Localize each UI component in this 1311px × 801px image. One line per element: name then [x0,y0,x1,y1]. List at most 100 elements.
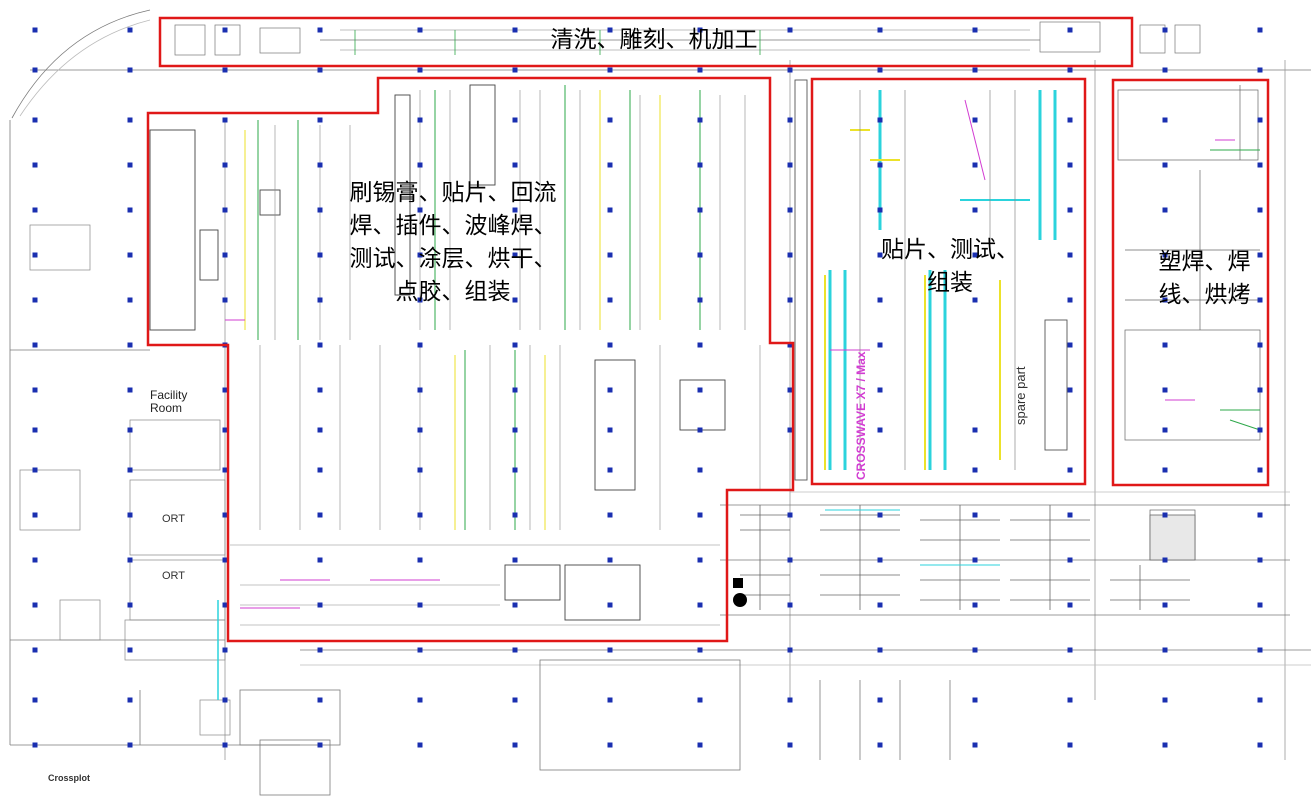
column-marker [972,557,978,563]
column-marker [222,162,228,168]
column-marker [1257,467,1263,473]
column-marker [317,342,323,348]
column-marker [697,387,703,393]
column-marker [787,117,793,123]
column-marker [697,162,703,168]
column-marker [607,647,613,653]
column-marker [417,427,423,433]
column-marker [697,27,703,33]
column-marker [607,387,613,393]
column-marker [512,297,518,303]
column-marker [1257,117,1263,123]
column-marker [417,697,423,703]
column-marker [787,557,793,563]
column-marker [877,647,883,653]
column-marker [787,207,793,213]
column-marker [1257,697,1263,703]
column-marker [972,252,978,258]
column-marker [127,697,133,703]
column-marker [607,427,613,433]
column-marker [317,427,323,433]
column-marker [972,467,978,473]
column-marker [607,557,613,563]
column-marker [877,557,883,563]
column-marker [512,697,518,703]
column-marker [127,207,133,213]
column-marker [417,467,423,473]
column-marker [1257,602,1263,608]
column-marker [787,342,793,348]
column-marker [512,647,518,653]
column-marker [317,647,323,653]
column-marker [512,427,518,433]
column-marker [697,697,703,703]
column-marker [317,27,323,33]
column-marker [607,512,613,518]
column-marker [512,557,518,563]
column-marker [1067,27,1073,33]
column-marker [1162,117,1168,123]
column-marker [877,742,883,748]
column-marker [417,27,423,33]
column-marker [32,252,38,258]
column-marker [607,467,613,473]
column-marker [32,27,38,33]
column-marker [127,67,133,73]
zone-label-cleaning: 清洗、雕刻、机加工 [550,27,758,53]
spare-part-label: spare part [1013,366,1028,425]
column-marker [32,697,38,703]
column-marker [1257,387,1263,393]
column-marker [127,27,133,33]
column-marker [317,467,323,473]
column-marker [222,557,228,563]
column-marker [697,207,703,213]
column-marker [417,342,423,348]
column-marker [222,647,228,653]
column-marker [607,117,613,123]
column-marker [317,602,323,608]
column-marker [417,647,423,653]
column-marker [417,602,423,608]
column-marker [1067,467,1073,473]
column-marker [417,67,423,73]
column-marker [222,207,228,213]
column-marker [1067,742,1073,748]
column-marker [127,602,133,608]
column-marker [607,297,613,303]
column-marker [417,742,423,748]
column-marker [877,67,883,73]
column-marker [972,427,978,433]
zone-border-placement [810,77,1087,486]
column-marker [607,67,613,73]
column-marker [127,252,133,258]
column-marker [417,117,423,123]
column-marker [607,697,613,703]
column-marker [1257,27,1263,33]
column-marker [697,342,703,348]
column-marker [127,427,133,433]
column-marker [877,162,883,168]
column-marker [32,427,38,433]
column-marker [877,697,883,703]
column-marker [877,27,883,33]
column-marker [32,342,38,348]
column-marker [1257,512,1263,518]
column-marker [127,342,133,348]
column-marker [32,602,38,608]
column-marker [972,297,978,303]
column-marker [1257,647,1263,653]
column-marker [317,67,323,73]
column-marker [877,297,883,303]
column-marker [512,207,518,213]
column-marker [32,117,38,123]
column-marker [32,647,38,653]
zone-label-smt: 刷锡膏、贴片、回流 焊、插件、波峰焊、 测试、涂层、烘干、 点胶、组装 [349,180,557,305]
column-marker [1257,557,1263,563]
column-marker [512,602,518,608]
column-marker [127,512,133,518]
column-marker [787,297,793,303]
column-marker [512,117,518,123]
column-marker [1162,27,1168,33]
column-marker [972,647,978,653]
